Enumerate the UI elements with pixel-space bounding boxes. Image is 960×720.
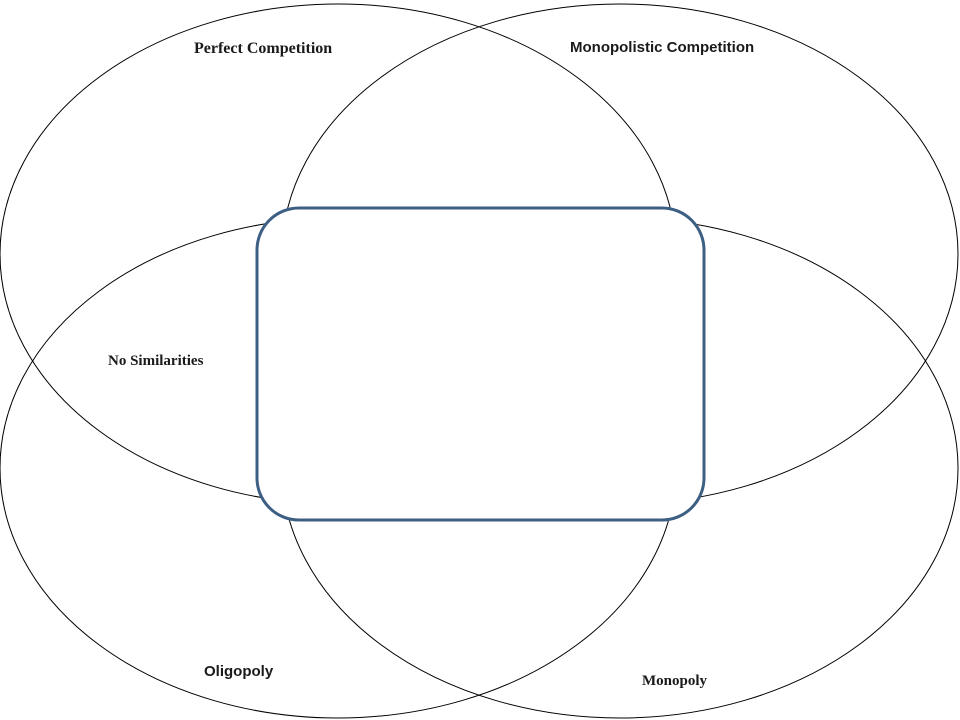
label-no-similarities: No Similarities	[108, 353, 204, 369]
label-monopoly: Monopoly	[642, 673, 708, 689]
label-monopolistic-competition: Monopolistic Competition	[570, 39, 755, 56]
center-similarities-box	[255, 206, 706, 522]
label-oligopoly: Oligopoly	[204, 663, 274, 680]
label-perfect-competition: Perfect Competition	[194, 40, 333, 57]
